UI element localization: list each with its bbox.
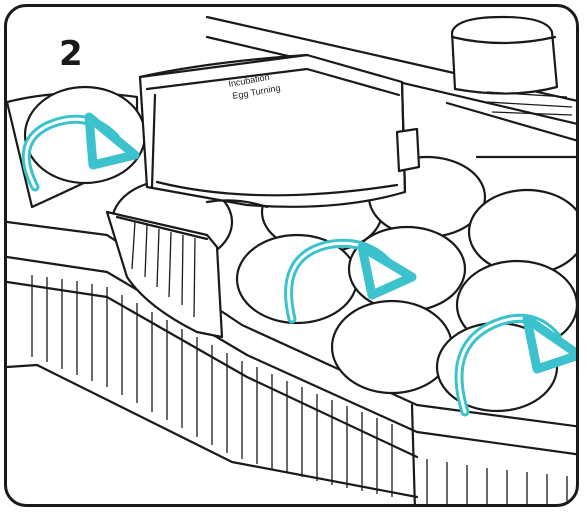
incubator-illustration: Incubation Egg Turning [7, 7, 579, 507]
illustration-frame: 2 [4, 4, 579, 507]
step-number: 2 [59, 37, 83, 71]
turning-motor-module: Incubation Egg Turning [140, 55, 419, 207]
rear-cylinder [452, 17, 572, 115]
